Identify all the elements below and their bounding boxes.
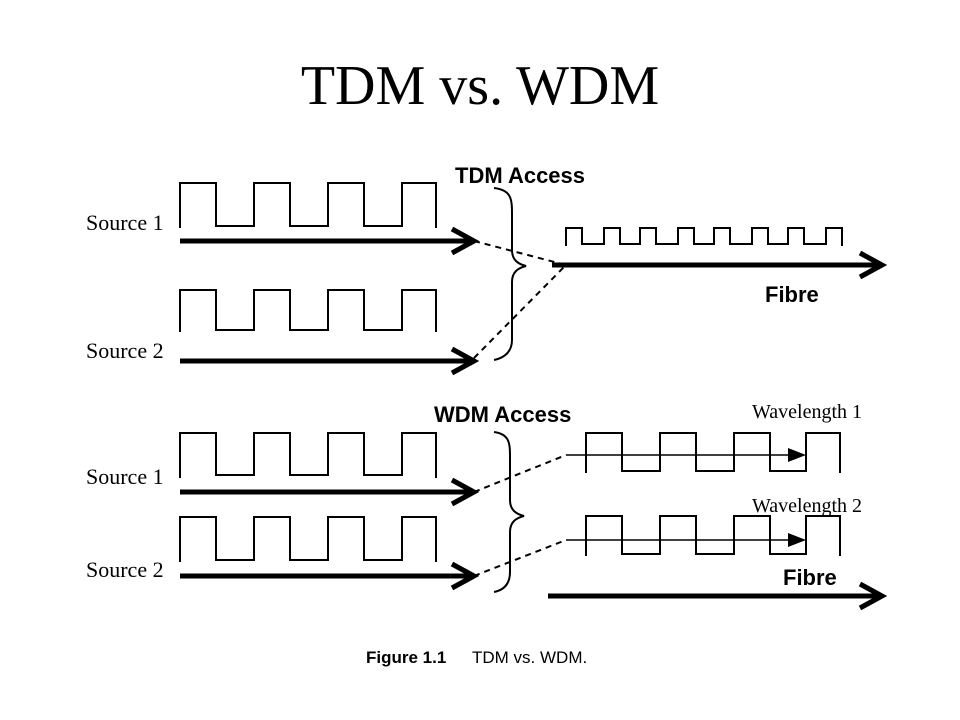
wdm-wavelength1-label: Wavelength 1 [752,401,862,423]
tdm-source1-label: Source 1 [86,210,164,235]
wdm-wavelength1-arrow [566,448,806,462]
tdm-heading: TDM Access [455,163,585,188]
tdm-fibre-label: Fibre [765,282,819,307]
tdm-source1-arrow [180,226,480,256]
wdm-source1-arrow [180,477,480,507]
caption-number: Figure 1.1 [366,648,446,667]
figure-caption: Figure 1.1 TDM vs. WDM. [366,648,587,667]
tdm-fibre-arrow [552,250,888,280]
wdm-wavelength2-label: Wavelength 2 [752,495,862,517]
wdm-source1-wave [179,432,437,478]
wdm-dash-line-1 [473,454,567,493]
caption-text: TDM vs. WDM. [472,648,587,667]
tdm-source2-label: Source 2 [86,338,164,363]
wdm-brace [493,431,525,593]
wdm-fibre-arrow [548,581,888,611]
wdm-wavelength1-wave [585,432,841,473]
wdm-source2-arrow [180,561,480,591]
wdm-fibre-label: Fibre [783,565,837,590]
tdm-brace [493,187,527,361]
wdm-wavelength2-wave [585,515,841,556]
wdm-source2-wave [179,516,437,562]
tdm-dash-line-2 [473,264,567,359]
wdm-dash-line-2 [473,539,567,577]
tdm-dash-line-1 [473,240,567,266]
tdm-source2-wave [179,289,437,332]
wdm-heading: WDM Access [434,402,571,427]
slide-title: TDM vs. WDM [300,55,660,117]
wdm-source2-label: Source 2 [86,557,164,582]
tdm-multiplexed-wave [565,227,843,246]
wdm-section: WDM Access Source 1 Source 2 Wavelength … [86,401,888,611]
tdm-source1-wave [179,182,437,228]
wdm-source1-label: Source 1 [86,464,164,489]
tdm-source2-arrow [180,346,480,376]
wdm-wavelength2-arrow [566,533,806,547]
tdm-section: TDM Access Source 1 Source 2 Fibre [86,163,888,376]
